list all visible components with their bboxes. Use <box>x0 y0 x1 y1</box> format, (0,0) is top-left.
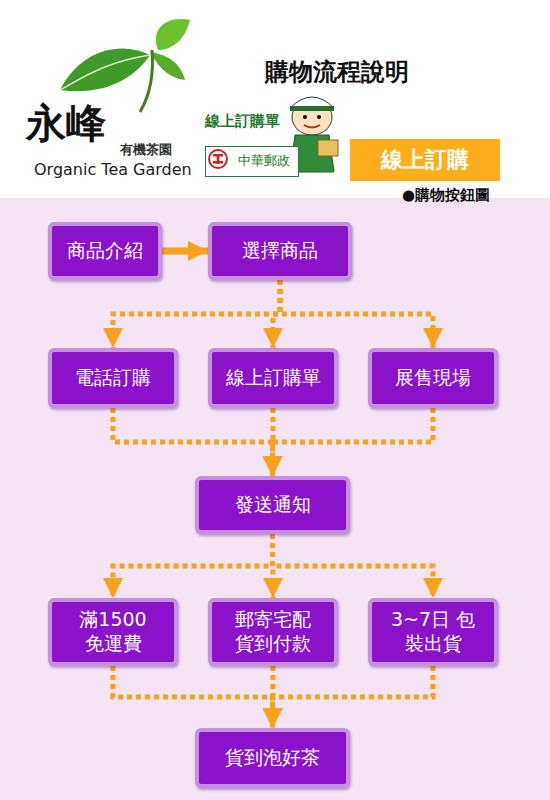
process-box: 線上訂購單 <box>208 348 338 408</box>
brand-subtitle: 有機茶園 <box>120 141 172 159</box>
box-text: 貨到泡好茶 <box>225 746 320 770</box>
box-text: 電話訂購 <box>75 366 151 390</box>
flow-arrow <box>113 280 280 348</box>
process-box: 選擇商品 <box>208 222 352 280</box>
tea-leaf <box>60 48 150 91</box>
process-box: 滿1500 免運費 <box>48 598 178 666</box>
flow-arrow <box>113 534 273 598</box>
process-box: 商品介紹 <box>48 222 162 280</box>
page-title: 購物流程說明 <box>265 56 409 88</box>
flow-arrow <box>113 408 273 476</box>
box-text: 商品介紹 <box>67 239 143 263</box>
box-text: 發送通知 <box>235 493 311 517</box>
tea-leaf <box>150 52 185 80</box>
process-box: 貨到泡好茶 <box>195 728 350 788</box>
leaf-vein <box>60 55 150 90</box>
box-text: 3~7日 包裝出貨 <box>389 608 477 656</box>
brand-english: Organic Tea Garden <box>34 160 192 179</box>
post-emblem <box>208 149 228 169</box>
box-text: 滿1500 免運費 <box>70 608 156 656</box>
process-box: 展售現場 <box>368 348 498 408</box>
flow-arrow <box>273 666 434 728</box>
box-text: 選擇商品 <box>242 239 318 263</box>
process-box: 郵寄宅配 貨到付款 <box>208 598 338 666</box>
order-button: 線上訂購 <box>350 139 500 181</box>
tea-leaf <box>156 19 190 50</box>
process-box: 3~7日 包裝出貨 <box>368 598 498 666</box>
process-box: 發送通知 <box>195 476 350 534</box>
post-logo-box: 中華郵政 <box>205 146 299 177</box>
flow-arrow <box>113 666 273 728</box>
process-box: 電話訂購 <box>48 348 178 408</box>
box-text: 郵寄宅配 貨到付款 <box>229 608 317 656</box>
tea-stem <box>140 50 153 112</box>
box-text: 中華郵政 <box>238 153 290 169</box>
button-note: ●購物按鈕圖 <box>402 186 490 205</box>
flow-arrow <box>273 408 434 476</box>
flow-arrow <box>273 534 434 598</box>
box-text: 線上訂購 <box>381 146 469 174</box>
brand-name: 永峰 <box>26 96 106 151</box>
box-text: 線上訂購單 <box>226 366 321 390</box>
flow-arrow <box>280 280 433 348</box>
order-form-label: 線上訂購單 <box>205 112 280 131</box>
flow-arrow <box>162 248 208 255</box>
box-text: 展售現場 <box>395 366 471 390</box>
